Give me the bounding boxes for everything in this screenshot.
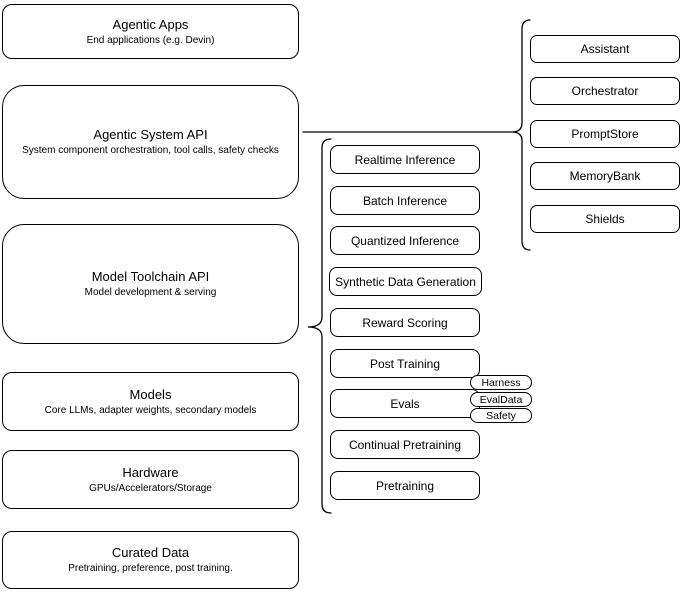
node-subtitle: End applications (e.g. Devin) bbox=[86, 34, 215, 46]
system-component-memorybank: MemoryBank bbox=[530, 162, 680, 190]
node-title: Models bbox=[129, 386, 172, 402]
system-component-label: Assistant bbox=[580, 42, 630, 56]
toolchain-item-label: Synthetic Data Generation bbox=[335, 274, 476, 289]
node-hardware: Hardware GPUs/Accelerators/Storage bbox=[2, 450, 299, 509]
toolchain-item-label: Batch Inference bbox=[362, 193, 448, 208]
toolchain-item-label: Realtime Inference bbox=[354, 152, 456, 167]
node-subtitle: Core LLMs, adapter weights, secondary mo… bbox=[44, 404, 257, 416]
toolchain-item-quantized-inference: Quantized Inference bbox=[330, 226, 480, 255]
toolchain-item-label: Pretraining bbox=[375, 478, 435, 493]
eval-tag-safety: Safety bbox=[470, 408, 532, 423]
node-agentic-system-api: Agentic System API System component orch… bbox=[2, 85, 299, 199]
eval-tag-harness: Harness bbox=[470, 375, 532, 390]
toolchain-item-label: Evals bbox=[390, 396, 420, 411]
node-curated-data: Curated Data Pretraining, preference, po… bbox=[2, 531, 299, 589]
eval-tag-label: EvalData bbox=[479, 393, 523, 406]
system-component-label: Shields bbox=[585, 212, 625, 226]
system-component-label: MemoryBank bbox=[569, 169, 641, 183]
toolchain-item-synthetic-data-generation: Synthetic Data Generation bbox=[329, 267, 482, 296]
eval-tag-label: Safety bbox=[486, 409, 516, 422]
node-title: Agentic Apps bbox=[112, 16, 189, 32]
node-models: Models Core LLMs, adapter weights, secon… bbox=[2, 372, 299, 431]
node-subtitle: Pretraining, preference, post training. bbox=[68, 563, 233, 574]
toolchain-item-label: Reward Scoring bbox=[362, 315, 448, 330]
node-title: Curated Data bbox=[111, 545, 190, 560]
eval-tag-label: Harness bbox=[481, 376, 521, 389]
node-title: Agentic System API bbox=[93, 127, 208, 142]
eval-tag-evaldata: EvalData bbox=[470, 392, 532, 407]
toolchain-item-label: Continual Pretraining bbox=[348, 437, 462, 452]
system-component-shields: Shields bbox=[530, 205, 680, 233]
system-component-label: PromptStore bbox=[571, 127, 639, 141]
node-title: Hardware bbox=[122, 464, 179, 480]
toolchain-item-pretraining: Pretraining bbox=[330, 471, 480, 500]
toolchain-item-label: Post Training bbox=[369, 356, 441, 371]
system-component-label: Orchestrator bbox=[571, 84, 639, 98]
node-model-toolchain-api: Model Toolchain API Model development & … bbox=[2, 224, 299, 344]
toolchain-item-label: Quantized Inference bbox=[350, 233, 460, 248]
node-title: Model Toolchain API bbox=[91, 269, 210, 284]
system-component-orchestrator: Orchestrator bbox=[530, 77, 680, 105]
node-agentic-apps: Agentic Apps End applications (e.g. Devi… bbox=[2, 4, 299, 59]
toolchain-item-batch-inference: Batch Inference bbox=[330, 186, 480, 215]
system-component-promptstore: PromptStore bbox=[530, 120, 680, 148]
node-subtitle: System component orchestration, tool cal… bbox=[22, 145, 279, 156]
toolchain-item-reward-scoring: Reward Scoring bbox=[330, 308, 480, 337]
node-subtitle: Model development & serving bbox=[84, 287, 217, 298]
brace-system-components bbox=[511, 19, 531, 251]
toolchain-item-continual-pretraining: Continual Pretraining bbox=[330, 430, 480, 459]
toolchain-item-evals: Evals bbox=[330, 389, 480, 418]
node-subtitle: GPUs/Accelerators/Storage bbox=[89, 482, 212, 494]
brace-toolchain-items bbox=[307, 138, 332, 514]
system-component-assistant: Assistant bbox=[530, 35, 680, 63]
toolchain-item-post-training: Post Training bbox=[330, 349, 480, 378]
toolchain-item-realtime-inference: Realtime Inference bbox=[330, 145, 480, 174]
